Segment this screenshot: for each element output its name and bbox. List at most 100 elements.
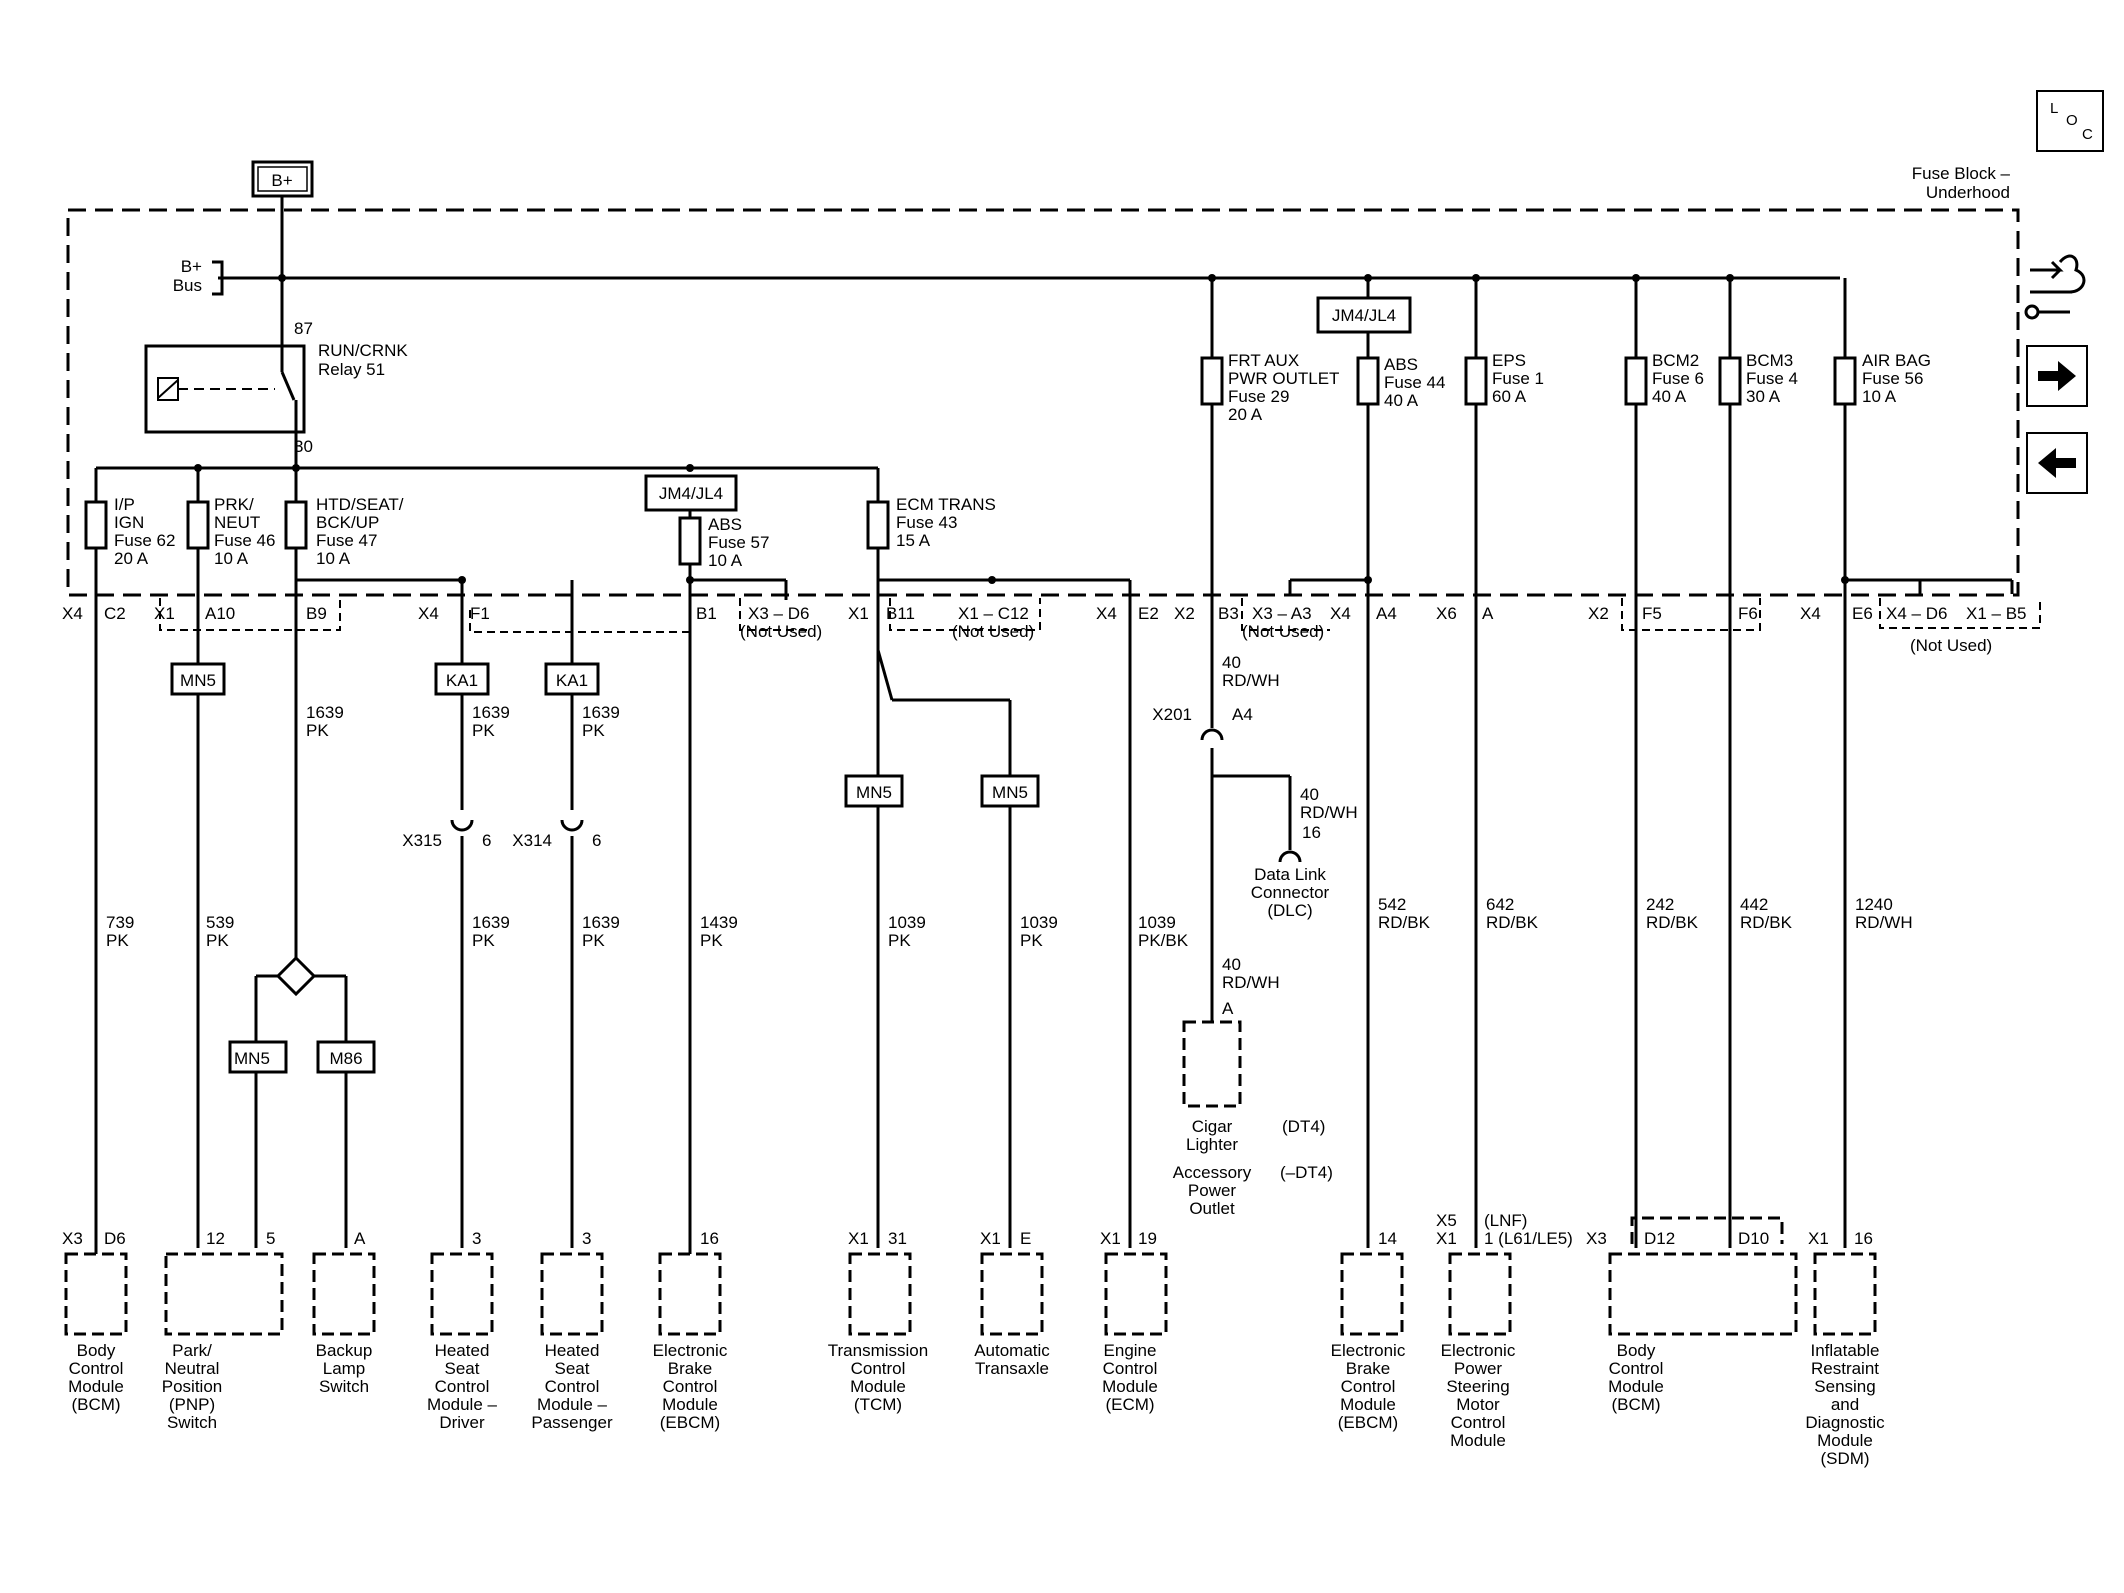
backup-name: Backup [316,1341,373,1360]
bcm1-name-2: Control [69,1359,124,1378]
fuse-62-rating: 20 A [114,549,149,568]
tcm-connector: X1 [848,1229,869,1248]
trans-connector: X1 [980,1229,1001,1248]
hsd-name-2: Seat [445,1359,480,1378]
fuse-46-label-2: NEUT [214,513,260,532]
tcm-name-4: (TCM) [854,1395,902,1414]
ecm-name-2: Control [1103,1359,1158,1378]
hsp-pin: 3 [582,1229,591,1248]
tcm-pin: 31 [888,1229,907,1248]
bcm-box-1 [64,1252,128,1336]
wire-1439: 1439 [700,913,738,932]
wire-1639-d-color: PK [472,931,495,950]
fuse-62-number: Fuse 62 [114,531,175,550]
pin-x3-d6: X3 – D6 [748,604,809,623]
sdm-box [1813,1252,1877,1336]
location-button[interactable]: L O C [2036,90,2104,152]
pin-f6: F6 [1738,604,1758,623]
ecm-connector: X1 [1100,1229,1121,1248]
hsd-name-3: Control [435,1377,490,1396]
connector-x201-pin: A4 [1232,705,1253,724]
ecm-box [1104,1252,1168,1336]
wire-40-b-color: RD/WH [1300,803,1358,822]
wiring-harness-icon[interactable] [2024,254,2086,320]
splice-ka1-passenger: KA1 [556,671,588,690]
ecm-pin: 19 [1138,1229,1157,1248]
wire-1240: 1240 [1855,895,1893,914]
fuse-57-label: ABS [708,515,742,534]
sdm-name-5: Diagnostic [1805,1413,1885,1432]
pnp-name-2: Neutral [165,1359,220,1378]
fuse-47-label: HTD/SEAT/ [316,495,404,514]
bus-label-2: Bus [173,276,202,295]
pin-e2: E2 [1138,604,1159,623]
accessory-label: Accessory [1173,1163,1252,1182]
bcm-box-2 [1608,1252,1798,1336]
bcm2-pin-d12: D12 [1644,1229,1675,1248]
fuse-46 [186,500,210,550]
fuse-1 [1464,356,1488,406]
fuse-56-label: AIR BAG [1862,351,1931,370]
fuse-62-label: I/P [114,495,135,514]
connector-x315-pin: 6 [482,831,491,850]
pin-x6: X6 [1436,604,1457,623]
bcm1-name-3: Module [68,1377,124,1396]
fuse-56-number: Fuse 56 [1862,369,1923,388]
wire-40-a: 40 [1222,653,1241,672]
fuse-56-rating: 10 A [1862,387,1897,406]
next-page-button[interactable] [2026,345,2088,407]
wire-1639-c-color: PK [582,721,605,740]
ebcm1-name-3: Control [663,1377,718,1396]
pnp-pin-5: 5 [266,1229,275,1248]
fuse-29-rating: 20 A [1228,405,1263,424]
wire-539-color: PK [206,931,229,950]
not-used-3: (Not Used) [1242,622,1324,641]
dlc-label-2: Connector [1251,883,1330,902]
connector-x315: X315 [402,831,442,850]
fuse-block-subtitle: Underhood [1926,183,2010,202]
accessory-label-3: Outlet [1189,1199,1235,1218]
fuse-6-number: Fuse 6 [1652,369,1704,388]
arrow-right-icon [2038,361,2076,391]
tcm-name-2: Control [851,1359,906,1378]
wire-542: 542 [1378,895,1406,914]
fuse-46-label: PRK/ [214,495,254,514]
fuse-44 [1356,356,1380,406]
fuse-47-label-2: BCK/UP [316,513,379,532]
arrow-left-icon [2038,448,2076,478]
pin-x1-b5: X1 – B5 [1966,604,2027,623]
wire-1039-a: 1039 [888,913,926,932]
wire-40-c-color: RD/WH [1222,973,1280,992]
fuse-4 [1718,356,1742,406]
pin-x4-b: X4 [418,604,439,623]
backup-name-2: Lamp [323,1359,366,1378]
loc-letter-l: L [2050,100,2059,117]
dlc-pin: 16 [1302,823,1321,842]
wire-1439-color: PK [700,931,723,950]
hsd-pin: 3 [472,1229,481,1248]
eps-lnf: (LNF) [1484,1211,1527,1230]
pin-b11: B11 [886,604,915,623]
pin-x4-c: X4 [1096,604,1117,623]
previous-page-button[interactable] [2026,432,2088,494]
pnp-name-5: Switch [167,1413,217,1432]
fuse-43-label: ECM TRANS [896,495,996,514]
pnp-name-4: (PNP) [169,1395,215,1414]
ebcm2-pin: 14 [1378,1229,1397,1248]
pin-b9: B9 [306,604,327,623]
hsd-name-4: Module – [427,1395,497,1414]
bcm1-name-4: (BCM) [71,1395,120,1414]
cigar-lighter [1182,1020,1242,1108]
accessory-label-2: Power [1188,1181,1237,1200]
pin-a10: A10 [205,604,235,623]
bcm2-name-2: Control [1609,1359,1664,1378]
fuse-1-number: Fuse 1 [1492,369,1544,388]
fuse-44-rating: 40 A [1384,391,1419,410]
pin-a: A [1482,604,1494,623]
wire-1639-b: 1639 [472,703,510,722]
pin-x1: X1 [154,604,175,623]
relay-pin-30: 30 [294,437,313,456]
pin-x4-e: X4 [1800,604,1821,623]
pnp-name: Park/ [172,1341,212,1360]
